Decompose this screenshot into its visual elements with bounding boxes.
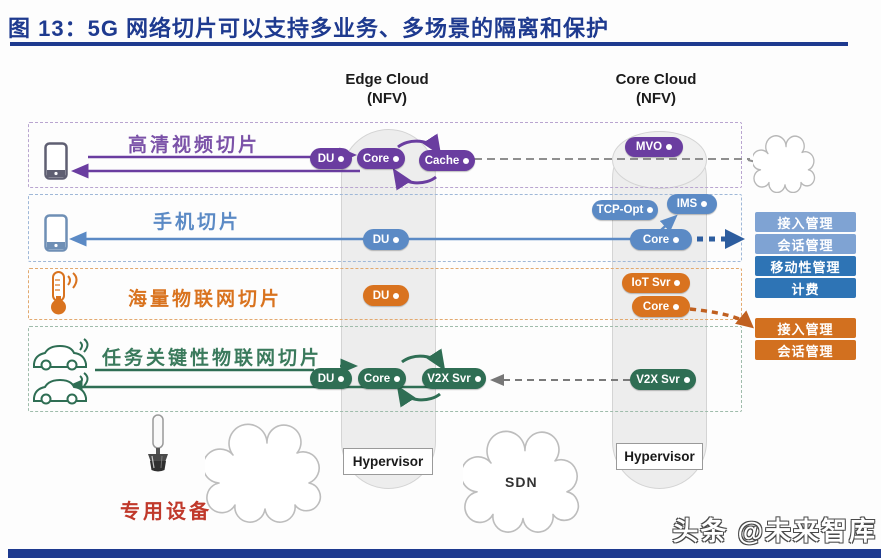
node-ims: IMS <box>667 194 717 214</box>
transport-cloud-icon <box>205 423 322 523</box>
hypervisor-box-edge: Hypervisor <box>343 448 433 475</box>
node-iot-svr: IoT Svr <box>622 273 690 293</box>
connected-car-icon <box>33 372 89 405</box>
port-dot <box>647 207 654 213</box>
slice-box-video <box>28 122 742 188</box>
hypervisor-box-core: Hypervisor <box>616 443 703 470</box>
port-dot <box>393 236 400 243</box>
connected-car-icon <box>33 338 89 371</box>
bottom-rule <box>8 549 881 558</box>
mgmt-box-access: 接入管理 <box>755 212 856 232</box>
port-dot <box>463 157 470 164</box>
watermark: 头条 @未来智库 <box>672 516 877 546</box>
mgmt-box-mobility: 移动性管理 <box>755 256 856 276</box>
node-du: DU <box>363 229 409 250</box>
node-v2x-svr: V2X Svr <box>422 368 486 389</box>
port-dot <box>393 155 400 162</box>
node-v2x-svr: V2X Svr <box>630 369 696 390</box>
node-du: DU <box>363 285 409 306</box>
edge-cloud-cylinder <box>341 129 436 489</box>
node-core: Core <box>358 368 406 389</box>
port-dot <box>674 280 681 286</box>
slice-label-iot: 海量物联网切片 <box>128 289 283 310</box>
mgmt-box-session: 会话管理 <box>755 234 856 254</box>
core-cloud-title: Core Cloud <box>615 71 697 88</box>
port-dot <box>474 375 481 382</box>
node-cache: Cache <box>419 150 475 171</box>
port-dot <box>394 375 401 382</box>
node-du: DU <box>310 148 352 169</box>
mgmt-box-session-iot: 会话管理 <box>755 340 856 360</box>
edge-cloud-subtitle: (NFV) <box>367 90 407 107</box>
port-dot <box>701 201 708 207</box>
internet-cloud-icon <box>753 135 816 193</box>
dedicated-device-label: 专用设备 <box>120 501 212 523</box>
slice-label-critical: 任务关键性物联网切片 <box>102 348 323 369</box>
node-tcp-opt: TCP-Opt <box>592 200 658 220</box>
port-dot <box>338 375 345 382</box>
core-cloud-subtitle: (NFV) <box>636 90 676 107</box>
node-du: DU <box>310 368 352 389</box>
port-dot <box>673 303 680 310</box>
port-dot <box>673 236 680 243</box>
slice-label-video: 高清视频切片 <box>128 135 261 156</box>
mgmt-box-access-iot: 接入管理 <box>755 318 856 338</box>
port-dot <box>338 155 345 162</box>
antenna-icon <box>148 414 168 472</box>
node-mvo: MVO <box>625 137 683 157</box>
core-cloud-header: Core Cloud (NFV) <box>596 70 716 108</box>
slice-box-critical <box>28 326 742 412</box>
sdn-label: SDN <box>505 474 538 490</box>
sdn-cloud-icon <box>463 430 580 533</box>
port-dot <box>666 144 673 150</box>
node-core: Core <box>357 148 405 169</box>
slice-box-iot <box>28 268 742 320</box>
figure-title: 图 13：5G 网络切片可以支持多业务、多场景的隔离和保护 <box>8 16 610 41</box>
port-dot <box>393 292 400 299</box>
port-dot <box>683 376 690 383</box>
title-underline <box>10 42 848 46</box>
node-core: Core <box>632 296 690 317</box>
slice-label-mobile: 手机切片 <box>153 212 242 233</box>
edge-cloud-title: Edge Cloud <box>345 71 429 88</box>
iot-sensor-icon <box>51 271 78 315</box>
slice-box-mobile <box>28 194 742 262</box>
node-core: Core <box>630 229 692 250</box>
phone-icon <box>44 142 68 180</box>
mgmt-box-billing: 计费 <box>755 278 856 298</box>
edge-cloud-header: Edge Cloud (NFV) <box>327 70 447 108</box>
phone-icon <box>44 214 68 252</box>
